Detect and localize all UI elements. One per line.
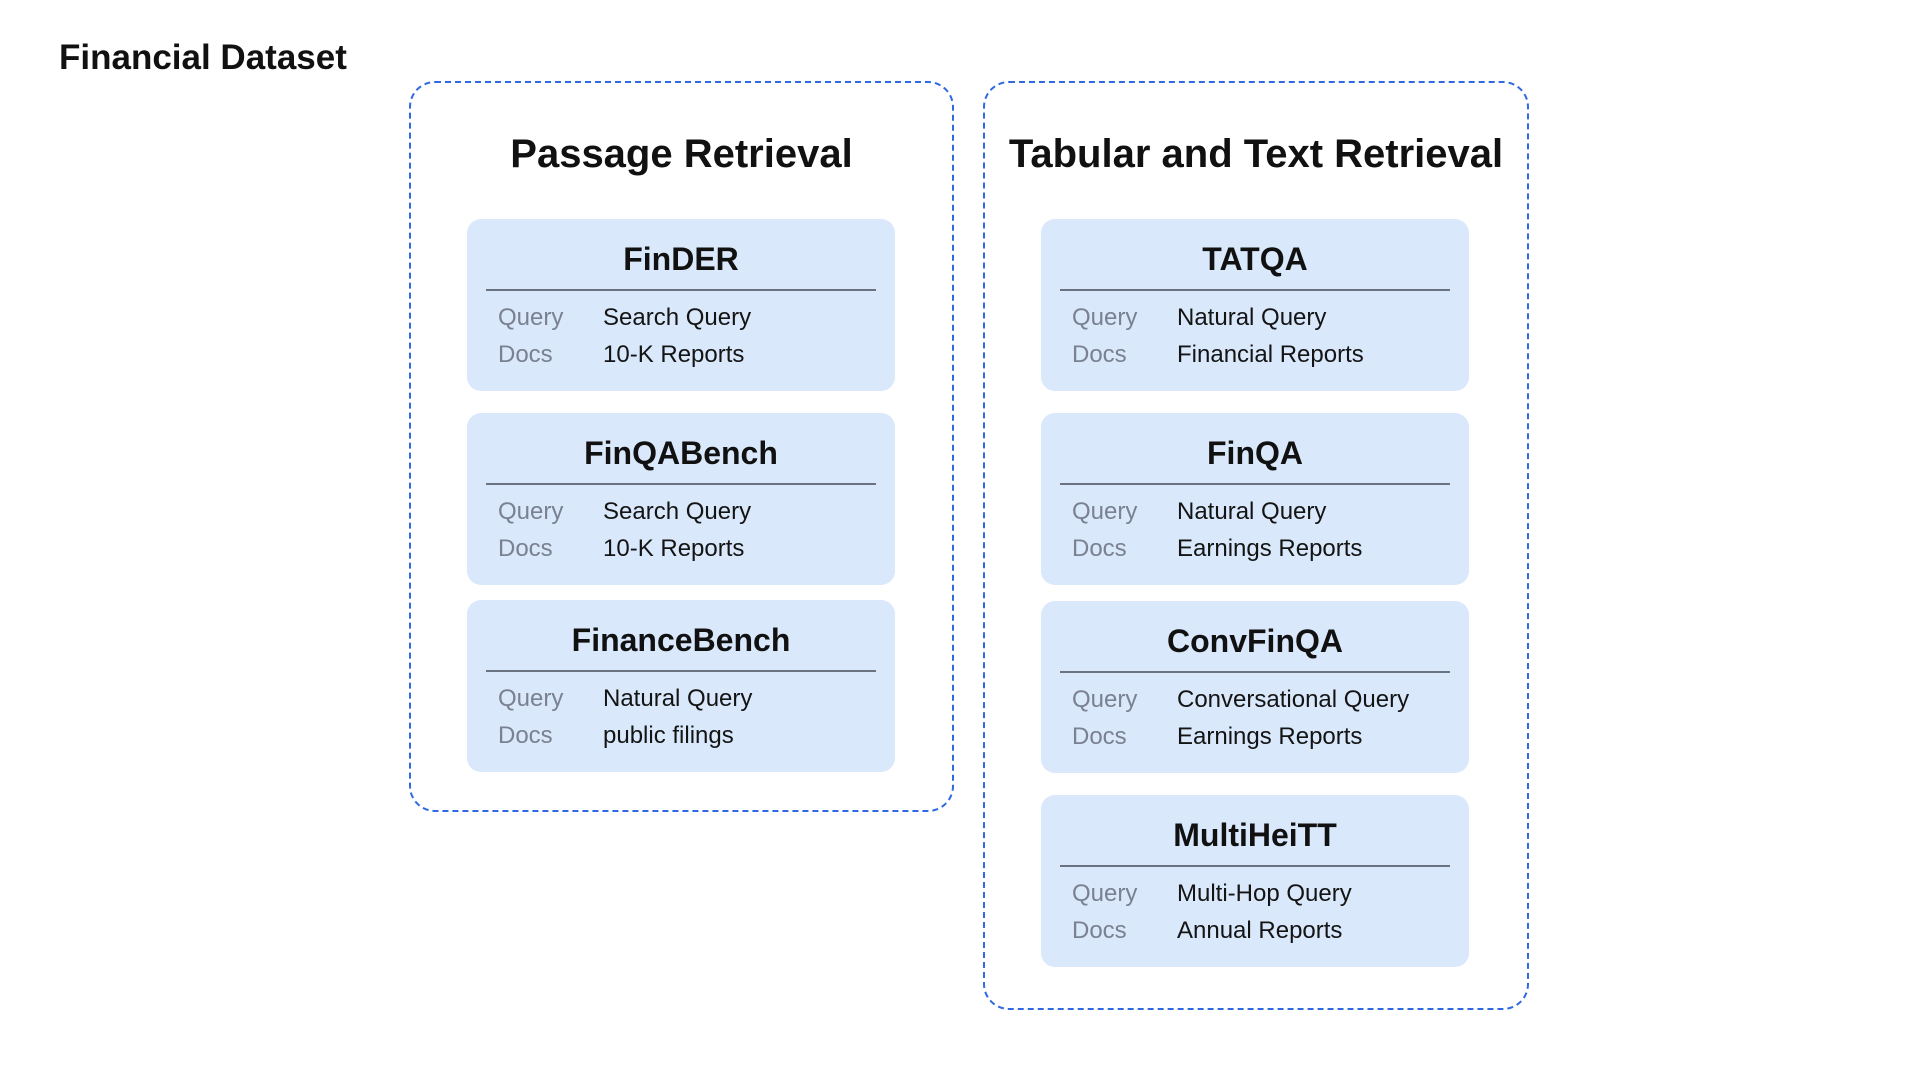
docs-label: Docs: [1072, 341, 1127, 368]
dataset-card-finqabench: FinQABench Query Search Query Docs 10-K …: [467, 413, 895, 585]
dataset-card-finder: FinDER Query Search Query Docs 10-K Repo…: [467, 219, 895, 391]
docs-value: Earnings Reports: [1177, 723, 1363, 750]
docs-row: Docs public filings: [498, 719, 885, 753]
docs-row: Docs Earnings Reports: [1072, 532, 1459, 566]
docs-value: Earnings Reports: [1177, 535, 1363, 562]
query-value: Conversational Query: [1177, 686, 1410, 713]
query-row: Query Natural Query: [1072, 495, 1459, 529]
docs-label: Docs: [1072, 917, 1127, 944]
docs-label: Docs: [1072, 723, 1127, 750]
docs-value: 10-K Reports: [603, 341, 745, 368]
dataset-card-multiheitt: MultiHeiTT Query Multi-Hop Query Docs An…: [1041, 795, 1469, 967]
query-label: Query: [1072, 304, 1138, 331]
query-label: Query: [1072, 686, 1138, 713]
group-passage-retrieval: Passage Retrieval FinDER Query Search Qu…: [409, 81, 954, 812]
dataset-card-financebench: FinanceBench Query Natural Query Docs pu…: [467, 600, 895, 772]
query-value: Multi-Hop Query: [1177, 880, 1352, 907]
docs-label: Docs: [498, 341, 553, 368]
query-row: Query Multi-Hop Query: [1072, 877, 1459, 911]
divider: [486, 670, 876, 672]
docs-row: Docs Annual Reports: [1072, 914, 1459, 948]
query-label: Query: [498, 498, 564, 525]
dataset-name: FinDER: [623, 241, 739, 277]
docs-value: 10-K Reports: [603, 535, 745, 562]
divider: [1060, 483, 1450, 485]
divider: [1060, 671, 1450, 673]
dataset-name: FinQABench: [584, 435, 778, 471]
group-title: Tabular and Text Retrieval: [1008, 132, 1504, 176]
query-value: Search Query: [603, 304, 752, 331]
query-row: Query Natural Query: [498, 682, 885, 716]
divider: [486, 289, 876, 291]
query-row: Query Natural Query: [1072, 301, 1459, 335]
query-label: Query: [498, 304, 564, 331]
query-value: Natural Query: [1177, 304, 1327, 331]
page-title: Financial Dataset: [59, 38, 347, 77]
dataset-name: FinQA: [1207, 435, 1303, 471]
divider: [1060, 865, 1450, 867]
docs-row: Docs Financial Reports: [1072, 338, 1459, 372]
docs-label: Docs: [498, 535, 553, 562]
group-tabular-text-retrieval: Tabular and Text Retrieval TATQA Query N…: [983, 81, 1529, 1010]
query-label: Query: [1072, 880, 1138, 907]
query-label: Query: [1072, 498, 1138, 525]
group-title: Passage Retrieval: [510, 132, 853, 176]
dataset-name: FinanceBench: [571, 622, 791, 658]
docs-row: Docs Earnings Reports: [1072, 720, 1459, 754]
query-value: Search Query: [603, 498, 752, 525]
docs-label: Docs: [498, 722, 553, 749]
divider: [1060, 289, 1450, 291]
dataset-card-tatqa: TATQA Query Natural Query Docs Financial…: [1041, 219, 1469, 391]
query-row: Query Conversational Query: [1072, 683, 1459, 717]
docs-value: public filings: [603, 722, 734, 749]
dataset-card-finqa: FinQA Query Natural Query Docs Earnings …: [1041, 413, 1469, 585]
dataset-name: TATQA: [1202, 241, 1308, 277]
docs-value: Annual Reports: [1177, 917, 1343, 944]
query-value: Natural Query: [1177, 498, 1327, 525]
docs-value: Financial Reports: [1177, 341, 1364, 368]
query-value: Natural Query: [603, 685, 753, 712]
query-row: Query Search Query: [498, 301, 885, 335]
query-label: Query: [498, 685, 564, 712]
dataset-name: ConvFinQA: [1167, 623, 1343, 659]
query-row: Query Search Query: [498, 495, 885, 529]
docs-label: Docs: [1072, 535, 1127, 562]
divider: [486, 483, 876, 485]
docs-row: Docs 10-K Reports: [498, 338, 885, 372]
dataset-name: MultiHeiTT: [1173, 817, 1337, 853]
docs-row: Docs 10-K Reports: [498, 532, 885, 566]
dataset-card-convfinqa: ConvFinQA Query Conversational Query Doc…: [1041, 601, 1469, 773]
